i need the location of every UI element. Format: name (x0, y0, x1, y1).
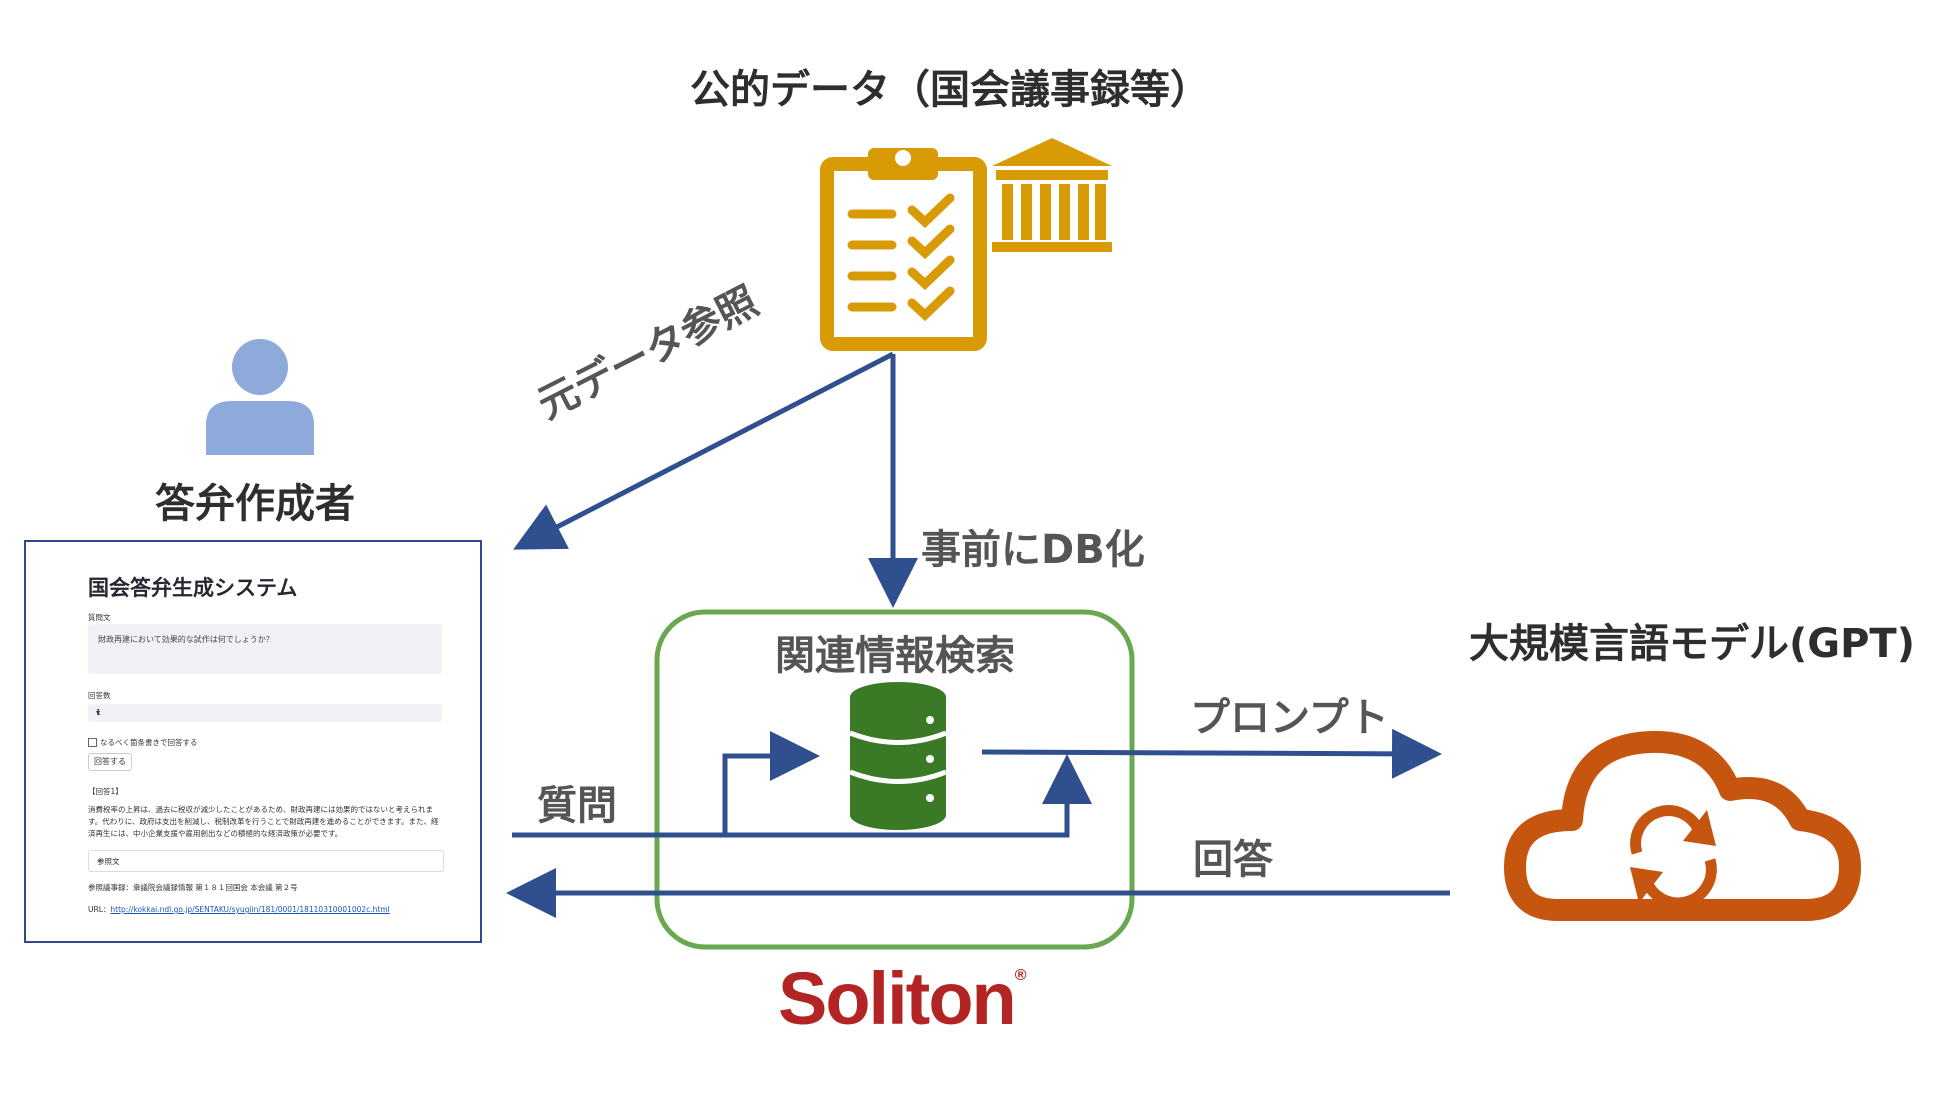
government-building-icon (992, 138, 1112, 252)
chevron-down-icon: ▾ (96, 708, 101, 717)
reference-expander[interactable]: 参照文⌄ (88, 850, 444, 872)
arrow-question-to-db (722, 731, 820, 835)
screenshot-title: 国会答弁生成システム (88, 576, 298, 600)
answer-label: 回答 (1193, 837, 1273, 883)
count-select-value: 1 (96, 708, 102, 717)
llm-label: 大規模言語モデル(GPT) (1469, 621, 1915, 667)
search-box-label: 関連情報検索 (775, 633, 1015, 679)
user-label: 答弁作成者 (155, 481, 355, 527)
chevron-down-icon: ⌄ (97, 855, 104, 864)
reference-url-link[interactable]: http://kokkai.ndl.go.jp/SENTAKU/syugiin/… (110, 905, 390, 914)
question-field-label: 質問文 (88, 613, 111, 622)
reference-url-row: URL：http://kokkai.ndl.go.jp/SENTAKU/syug… (88, 904, 390, 915)
prompt-label: プロンプト (1190, 695, 1389, 741)
brand-name: Soliton (778, 957, 1017, 1040)
pre-db-label: 事前にDB化 (921, 527, 1145, 573)
public-data-label: 公的データ（国会議事録等） (690, 67, 1210, 113)
question-label: 質問 (537, 783, 617, 829)
question-textarea-value: 財政再建において効果的な試作は何でしょうか？ (98, 635, 274, 644)
bullet-checkbox[interactable] (88, 738, 97, 747)
count-select[interactable]: 1▾ (88, 704, 442, 722)
brand-registered-mark: ® (1014, 967, 1027, 984)
reference-url-prefix: URL： (88, 905, 111, 914)
question-textarea[interactable]: 財政再建において効果的な試作は何でしょうか？ (88, 624, 442, 674)
person-icon (206, 339, 314, 455)
count-field-label: 回答数 (88, 691, 111, 700)
bullet-checkbox-label: なるべく箇条書きで回答する (100, 738, 198, 747)
clipboard-checklist-icon (820, 148, 987, 351)
answer-heading: 【回答1】 (88, 787, 123, 796)
arrow-question-line (512, 754, 1092, 838)
arrow-prompt (981, 728, 1442, 779)
reference-expander-label: 参照文 (97, 857, 120, 866)
arrow-source-reference (513, 351, 895, 550)
database-icon (849, 682, 947, 830)
reference-source: 参照議事録：衆議院会議録情報 第１８１回国会 本会議 第２号 (88, 883, 298, 892)
answer-text: 消費税率の上昇は、過去に税収が減少したことがあるため、財政再建には効果的ではない… (88, 805, 439, 838)
app-screenshot: 国会答弁生成システム 質問文 財政再建において効果的な試作は何でしょうか？ 回答… (24, 540, 482, 943)
submit-button[interactable]: 回答する (88, 753, 132, 771)
arrows (506, 351, 1450, 918)
soliton-logo: Soliton® (778, 962, 1027, 1036)
cloud-sync-icon (1504, 730, 1861, 921)
search-box-frame (654, 609, 1135, 950)
